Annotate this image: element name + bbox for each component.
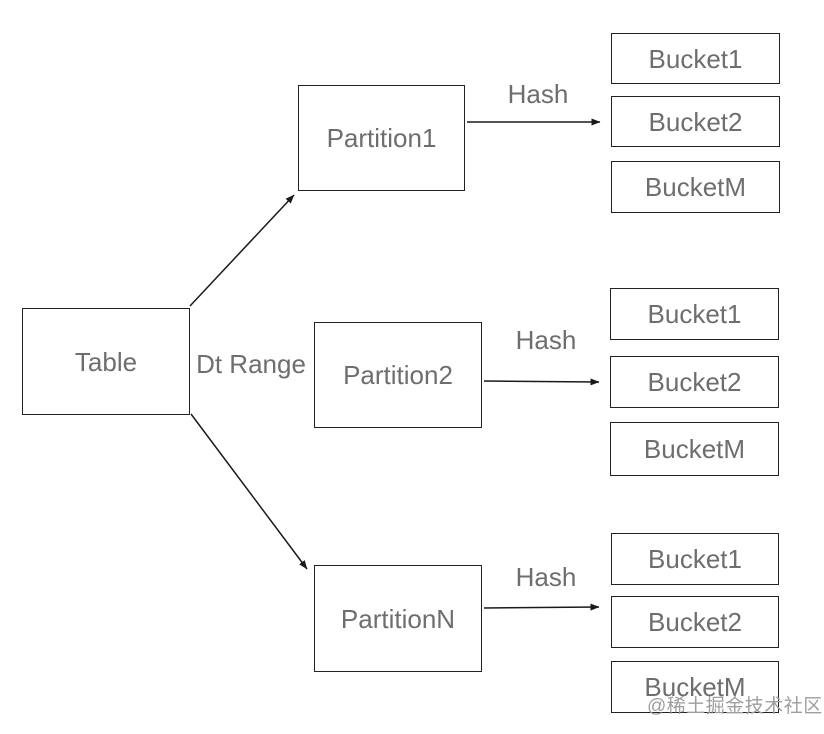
bucket1-node-group2: Bucket1 [610,288,779,340]
partition2-node: Partition2 [314,322,482,428]
arrow-table-to-partitionN [190,413,308,570]
table-label: Table [74,346,138,377]
bucket2-node-group3: Bucket2 [611,596,779,648]
dt-range-label: Dt Range [196,349,306,379]
hash-label-partition2: Hash [515,325,577,355]
bucket1-node-group1: Bucket1 [611,33,780,84]
bucket2-label: Bucket2 [648,106,743,137]
bucketM-label: BucketM [643,434,746,464]
bucket1-node-group3: Bucket1 [611,533,779,585]
bucket1-label: Bucket1 [647,299,742,329]
bucket2-node-group2: Bucket2 [610,356,779,408]
arrow-partition2-to-bucket2 [483,378,600,386]
partition2-label: Partition2 [343,360,453,390]
bucketM-label: BucketM [644,172,747,202]
partitionN-node: PartitionN [314,565,482,672]
partitionN-label: PartitionN [340,603,456,634]
bucketM-node-group3: BucketM [611,661,779,713]
bucketM-node-group2: BucketM [610,422,779,476]
bucket2-label: Bucket2 [647,367,742,397]
bucket2-node-group1: Bucket2 [611,96,780,147]
watermark-text: @稀土掘金技术社区 [647,696,823,717]
bucket1-label: Bucket1 [648,43,743,74]
bucket2-label: Bucket2 [648,607,742,637]
table-node: Table [22,308,190,415]
partition1-node: Partition1 [298,85,465,191]
bucketM-node-group1: BucketM [611,161,780,213]
arrow-partitionN-to-bucket2 [483,603,600,611]
bucketM-label: BucketM [644,672,746,702]
partition1-label: Partition1 [326,123,437,153]
bucket1-label: Bucket1 [648,544,742,574]
hash-label-partitionN: Hash [515,562,577,592]
hash-label-partition1: Hash [507,79,569,109]
arrow-table-to-partition1 [189,194,295,307]
